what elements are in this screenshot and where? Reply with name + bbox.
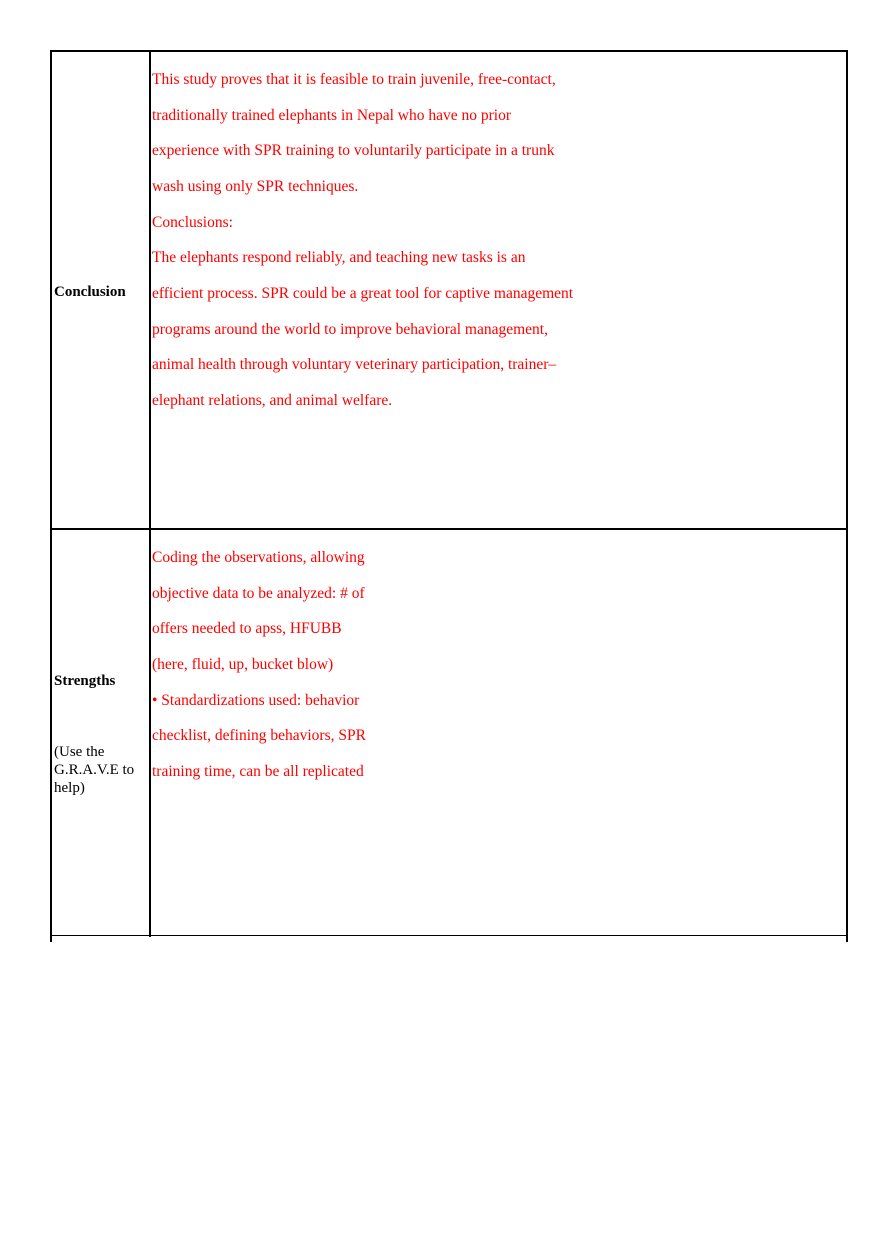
answer-line: wash using only SPR techniques. <box>152 177 359 195</box>
answer-line: checklist, defining behaviors, SPR <box>152 727 366 745</box>
answer-line: This study proves that it is feasible to… <box>152 71 556 88</box>
answer-line: The elephants respond reliably, and teac… <box>152 249 526 267</box>
answer-line: Conclusions: <box>152 213 233 231</box>
row-divider <box>50 528 848 530</box>
strengths-answer: Coding the observations, allowing object… <box>152 540 366 790</box>
answer-line: traditionally trained elephants in Nepal… <box>152 106 511 124</box>
table-border-top <box>50 50 848 52</box>
answer-line: • Standardizations used: behavior <box>152 691 360 709</box>
row-label-strengths: Strengths <box>54 673 116 689</box>
table-border-left <box>50 50 52 942</box>
column-divider <box>149 50 151 937</box>
answer-line: training time, can be all replicated <box>152 762 364 780</box>
row-label-conclusion: Conclusion <box>54 284 126 300</box>
answer-line: experience with SPR training to voluntar… <box>152 142 555 160</box>
answer-line: programs around the world to improve beh… <box>152 320 548 338</box>
answer-line: animal health through voluntary veterina… <box>152 356 557 374</box>
answer-line: elephant relations, and animal welfare. <box>152 391 393 409</box>
answer-line: offers needed to apss, HFUBB <box>152 620 342 638</box>
conclusion-answer: This study proves that it is feasible to… <box>152 62 573 419</box>
answer-line: (here, fluid, up, bucket blow) <box>152 655 334 673</box>
answer-line: efficient process. SPR could be a great … <box>152 284 574 302</box>
table-border-bottom <box>50 935 848 936</box>
table-border-right <box>846 50 848 942</box>
strengths-hint: (Use the G.R.A.V.E to help) <box>54 744 135 796</box>
answer-line: Coding the observations, allowing <box>152 549 365 566</box>
answer-line: objective data to be analyzed: # of <box>152 584 365 602</box>
